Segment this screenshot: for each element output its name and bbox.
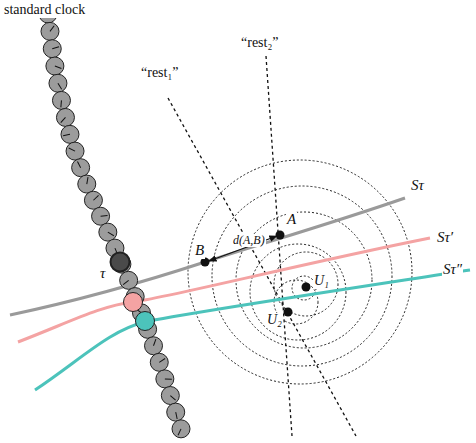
rest-lines [168,56,356,436]
event-label: A [286,212,297,228]
event-dots [201,231,311,317]
standard-clock [39,5,190,438]
clock-tick [61,125,79,143]
clock-tick [99,223,117,241]
clock-tick [172,420,190,438]
clock-tick [72,159,90,177]
clock-tick [120,271,138,289]
surface-label: Sτ [410,178,425,194]
clock-tick [161,387,179,405]
clock-tick [43,40,61,58]
rest-frame-label: “rest₁” [140,66,180,81]
clock-tick [84,191,102,209]
clock-title: standard clock [3,3,86,18]
clock-tick [66,142,84,160]
clock-tick [78,175,96,193]
clock-tick [167,403,185,421]
event-label: B [194,243,205,259]
clock-worldline [48,14,182,432]
clock-tick [145,337,163,355]
clock-tick [46,57,64,75]
rest-frame-label: “rest₂” [240,36,280,51]
clock-tick [41,22,59,40]
event-label: U₁ [313,274,330,289]
distance-label: d(A,B) [232,234,266,247]
clock-tick [49,74,67,92]
surface-label: Sτ″ [442,262,463,278]
time-label: τ [99,266,106,282]
event-label: U₂ [266,313,283,328]
clock-tick [56,108,74,126]
clock-event [124,293,143,312]
surface-s-tau-double-prime [35,270,470,390]
clock-tick [92,207,110,225]
clock-event [111,253,130,272]
clock-tick [156,370,174,388]
clock-tick [52,91,70,109]
clock-event [136,312,155,331]
surface-s-tau-prime [18,238,430,342]
surface-label: Sτ′ [436,230,454,246]
clock-tick [150,353,168,371]
